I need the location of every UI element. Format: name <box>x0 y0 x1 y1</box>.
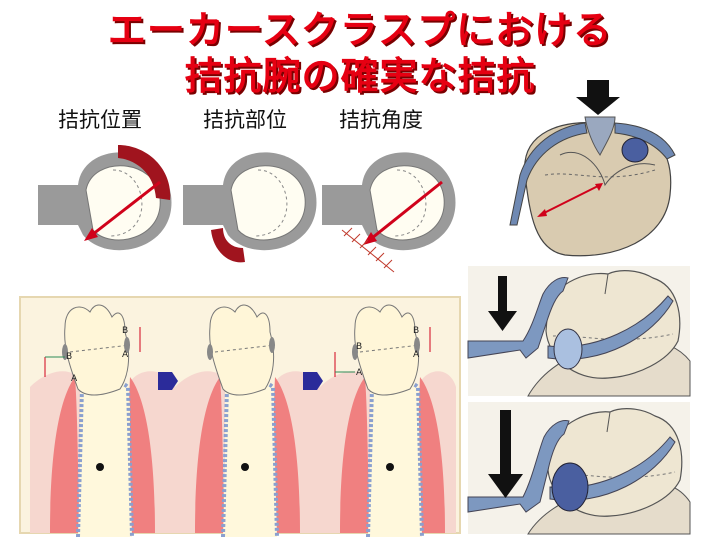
crown-clasp-perspective <box>509 80 676 257</box>
occlusal-diagram-part <box>183 152 317 263</box>
clasp-section-small-force <box>467 266 691 397</box>
occlusal-diagram-angle <box>322 152 456 273</box>
step-arrow-2 <box>303 372 323 390</box>
title-line-1: エーカースクラスプにおける <box>107 8 613 52</box>
label-antagonist-part: 拮抗部位 <box>203 108 287 132</box>
tooth-section-3: B A B A <box>320 304 456 538</box>
marker-a-right-3: A <box>413 350 420 360</box>
occlusal-diagram-position <box>38 145 172 251</box>
marker-a-left-3: A <box>356 368 363 378</box>
marker-a-right: A <box>122 350 129 360</box>
label-antagonist-position: 拮抗位置 <box>58 108 142 132</box>
tooth-section-2 <box>175 304 320 538</box>
tooth-section-1: B A B A <box>30 304 175 538</box>
marker-a-left: A <box>71 374 78 384</box>
step-arrow-1 <box>158 372 178 390</box>
tooth-section-panel: B A B A B A B A <box>19 296 461 538</box>
marker-b-right: B <box>122 326 128 336</box>
marker-b-right-3: B <box>413 326 419 336</box>
marker-b-left: B <box>66 352 72 362</box>
marker-b-left-3: B <box>356 342 362 352</box>
label-antagonist-angle: 拮抗角度 <box>339 108 423 132</box>
clasp-section-large-force <box>467 402 691 535</box>
title-line-2: 拮抗腕の確実な拮抗 <box>184 54 536 98</box>
